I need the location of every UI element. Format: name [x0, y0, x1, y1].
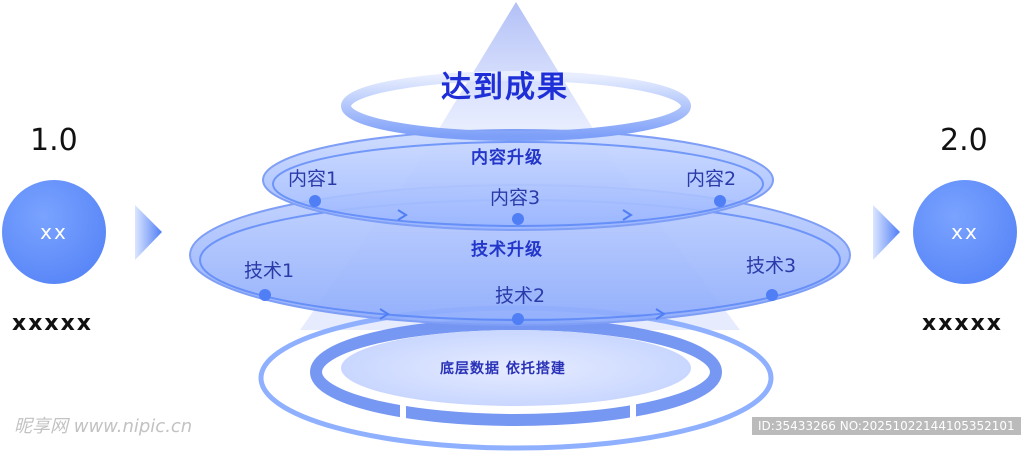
watermark-left: 昵享网 www.nipic.cn [14, 416, 193, 437]
flow-chevron-icon [379, 308, 390, 320]
left-version-label: 1.0 [30, 123, 78, 158]
left-caption: xxxxx [12, 311, 93, 336]
tech-node-2-label: 技术2 [495, 285, 546, 307]
content-node-2-label: 内容2 [686, 168, 737, 190]
watermark-right: ID:35433266 NO:20251022144105352101 [752, 417, 1021, 435]
base-gap-right [630, 400, 636, 420]
right-caption: xxxxx [922, 311, 1003, 336]
content-node-3-label: 内容3 [490, 187, 541, 209]
right-circle: xx [913, 180, 1017, 284]
tech-node-2-dot [512, 313, 524, 325]
tech-node-3-dot [766, 289, 778, 301]
content-layer-rim [272, 141, 764, 227]
result-ring [341, 71, 691, 141]
flow-chevron-icon [622, 209, 633, 221]
content-layer-title: 内容升级 [471, 148, 543, 168]
tech-node-1-label: 技术1 [244, 260, 295, 282]
main-title: 达到成果 [441, 70, 569, 105]
flow-chevron-icon [397, 209, 408, 221]
right-version-label: 2.0 [940, 123, 988, 158]
content-layer-disc [262, 129, 774, 231]
content-node-3-dot [512, 213, 524, 225]
base-gap-left [400, 400, 406, 420]
tech-layer-title: 技术升级 [471, 240, 543, 260]
content-node-2-dot [714, 195, 726, 207]
tech-node-3-label: 技术3 [746, 255, 797, 277]
tech-node-1-dot [259, 289, 271, 301]
base-layer-title: 底层数据 依托搭建 [440, 361, 566, 377]
base-disc [341, 330, 691, 406]
left-arrow-shape [135, 205, 162, 260]
left-circle: xx [2, 180, 106, 284]
flow-chevron-icon [655, 308, 666, 320]
content-node-1-dot [309, 195, 321, 207]
right-arrow-shape [873, 205, 900, 260]
content-node-1-label: 内容1 [288, 168, 339, 190]
right-circle-label: xx [951, 220, 979, 244]
left-circle-label: xx [40, 220, 68, 244]
